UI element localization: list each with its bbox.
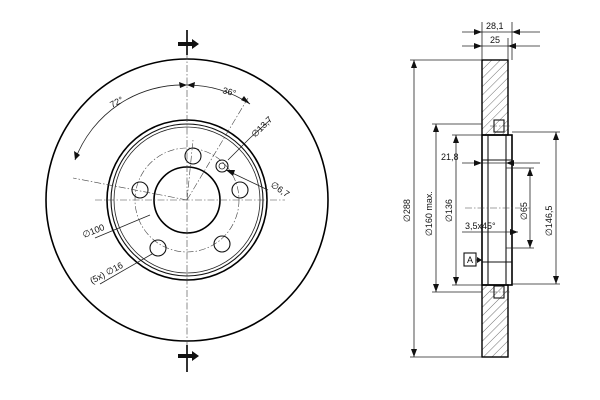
dim-25-arrow-left [474,43,482,49]
angle-arc-72 [74,84,188,161]
side-view: 28,1 25 ∅288 ∅160 max. ∅136 21,8 [402,21,560,358]
leader-100 [94,214,151,239]
dim-65-arrow-top [527,168,533,176]
dim-288-arrow-bottom [411,349,417,357]
dia-65-label: ∅65 [519,202,529,220]
depth-21-8-label: 21,8 [441,152,459,162]
chamfer-label: 3,5x45° [465,221,496,231]
dia-13-7-label: ∅13,7 [249,114,274,139]
angle-arc-72-arrow-start [74,151,80,160]
dim-160-arrow-top [433,124,439,132]
dia-6-7-label: ∅6,7 [269,179,291,199]
dim-21-8-arrow-right [506,160,514,166]
dim-28-1-arrow-left [474,29,482,35]
leader-6-7-arrow [226,170,235,176]
angle-36-label: 36° [221,85,237,98]
angle-72-label: 72° [108,94,125,109]
angle-arc-36-arrow-end [241,96,250,104]
radial-line-hole-top [186,139,194,201]
hat-body-outline [481,134,513,286]
dim-136-arrow-top [453,135,459,143]
angle-arc-72-arrow-end [179,82,187,88]
dia-146-5-label: ∅146,5 [544,206,554,236]
width-25-label: 25 [490,35,500,45]
locating-pin-hole [215,159,229,173]
section-arrow-bottom [178,351,199,361]
dim-65-arrow-bottom [527,240,533,248]
dim-160-arrow-bottom [433,284,439,292]
dim-288-arrow-top [411,60,417,68]
leader-13-7 [227,137,251,161]
dim-25-arrow-right [508,43,516,49]
dim-21-8-arrow-left [474,160,482,166]
dia-160-label: ∅160 max. [424,191,434,236]
radial-line-36 [186,97,249,201]
angle-arc-36-arrow-start [187,82,195,88]
bolt-hole-left [131,181,149,199]
width-28-1-label: 28,1 [486,21,504,31]
bolt-hole-lower-right [213,235,231,253]
section-arrow-top [178,39,199,49]
dim-136-arrow-bottom [453,277,459,285]
angle-arc-36 [186,84,251,105]
front-view: 72° 36° ∅13,7 ∅6,7 ∅100 (5x) ∅16 [45,30,329,372]
dim-146-5-arrow-top [553,132,559,140]
locating-pin-core [218,162,226,170]
datum-arrow [477,257,482,263]
leader-16 [99,253,153,285]
dia-100-label: ∅100 [81,222,106,240]
dim-28-1-arrow-right [512,29,520,35]
radial-line-72 [72,177,188,201]
chamfer-arrow [510,229,518,235]
datum-label: A [467,255,473,265]
dia-136-label: ∅136 [444,199,454,222]
dim-146-5-arrow-bottom [553,276,559,284]
bolt-hole-top [184,147,202,165]
dia-288-label: ∅288 [402,199,412,222]
datum-box [463,252,477,267]
bolt-hole-lower-left [149,239,167,257]
leader-13-7-shelf [249,119,271,139]
bolt-hole-right [231,181,249,199]
